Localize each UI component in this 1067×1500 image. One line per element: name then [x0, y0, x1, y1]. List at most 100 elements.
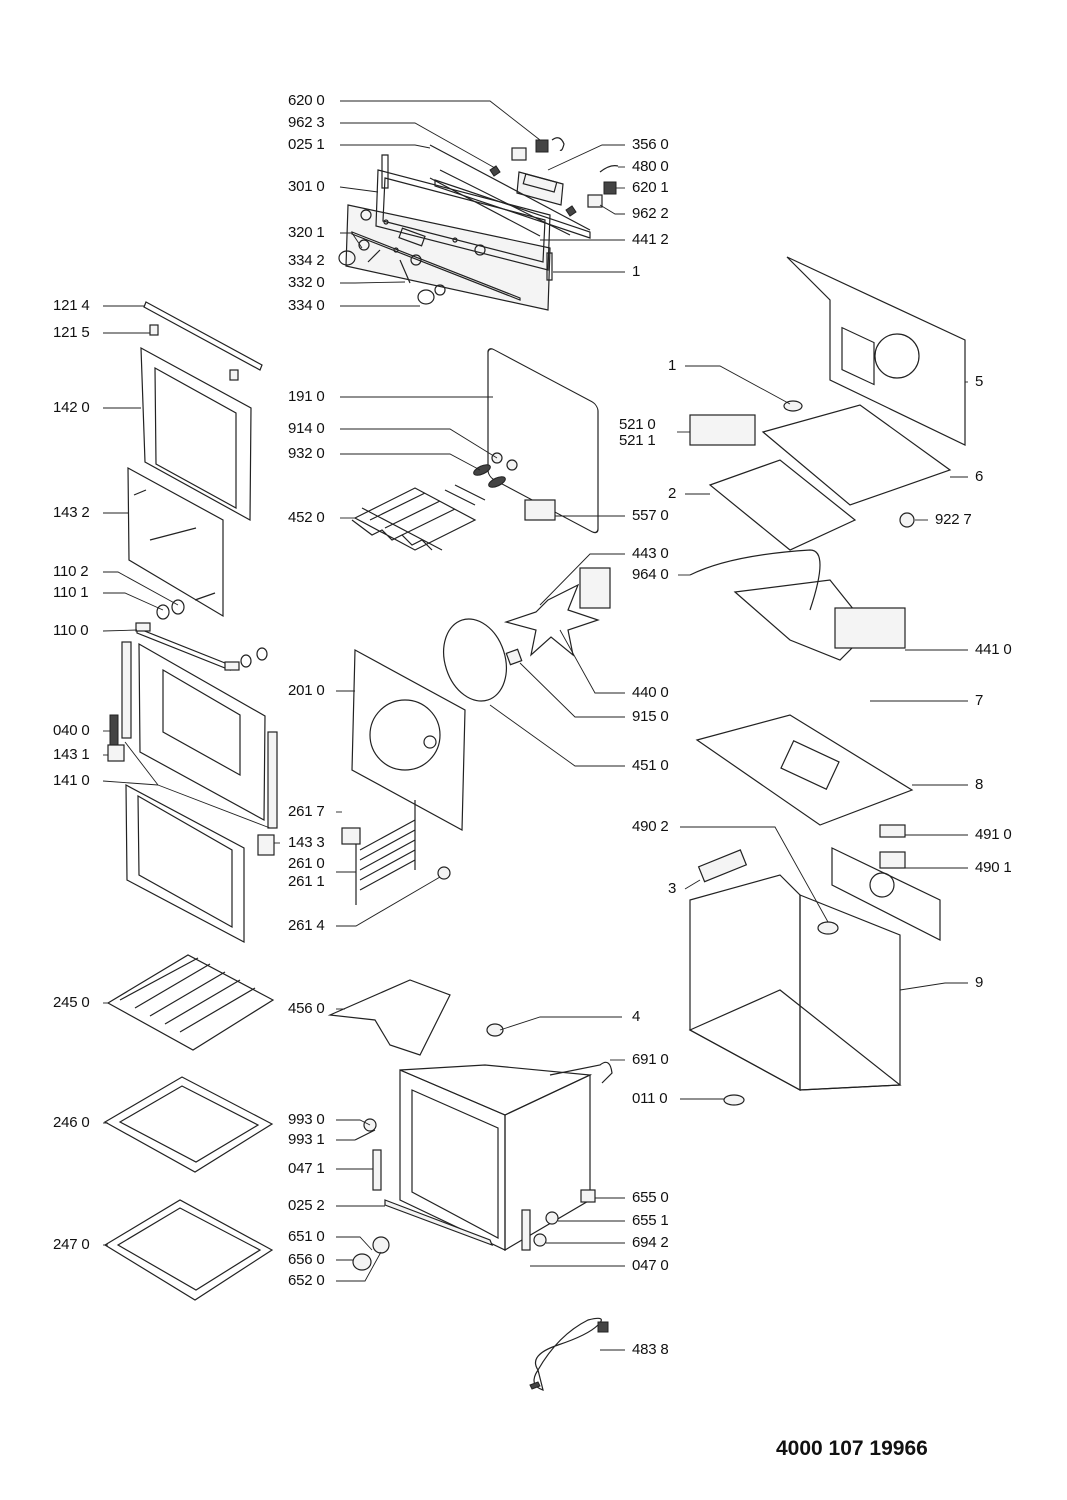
part-label-p0400[interactable]: 040 0	[53, 722, 90, 739]
leader-line-p6510	[336, 1236, 373, 1251]
part-label-p2450[interactable]: 245 0	[53, 994, 90, 1011]
part-label-p0110[interactable]: 011 0	[632, 1090, 668, 1107]
part-label-p1420[interactable]: 142 0	[53, 399, 90, 416]
part-label-p2010[interactable]: 201 0	[288, 682, 325, 699]
part-label-p3[interactable]: 3	[668, 880, 677, 897]
part-label-p3201[interactable]: 320 1	[288, 224, 325, 241]
part-label-p0251[interactable]: 025 1	[288, 136, 325, 153]
part-label-p5211[interactable]: 521 1	[619, 432, 656, 449]
part-label-p5[interactable]: 5	[975, 373, 984, 390]
side-rack-drawing	[341, 800, 451, 905]
part-label-p5570[interactable]: 557 0	[632, 507, 669, 524]
part-label-p5210[interactable]: 521 0	[619, 416, 656, 433]
part-label-p1910[interactable]: 191 0	[288, 388, 325, 405]
leader-line-p4510	[489, 704, 625, 767]
part-label-p4400[interactable]: 440 0	[632, 684, 669, 701]
door-drawing	[107, 301, 278, 943]
part-label-p2610[interactable]: 261 0	[288, 855, 325, 872]
part-label-p4910[interactable]: 491 0	[975, 826, 1012, 843]
part-label-p4800[interactable]: 480 0	[632, 158, 669, 175]
part-label-p6200[interactable]: 620 0	[288, 92, 325, 109]
part-label-p1a[interactable]: 1	[632, 263, 641, 280]
part-label-p6520[interactable]: 652 0	[288, 1272, 325, 1289]
part-label-p1433[interactable]: 143 3	[288, 834, 325, 851]
part-label-p4510[interactable]: 451 0	[632, 757, 669, 774]
leader-line-p1100	[102, 629, 138, 632]
part-label-p1432[interactable]: 143 2	[53, 504, 90, 521]
part-label-p9622[interactable]: 962 2	[632, 205, 669, 222]
part-label-p6[interactable]: 6	[975, 468, 984, 485]
part-label-p6942[interactable]: 694 2	[632, 1234, 669, 1251]
part-label-p1410[interactable]: 141 0	[53, 772, 90, 789]
part-label-p3342[interactable]: 334 2	[288, 252, 325, 269]
document-number: 4000 107 19966	[776, 1437, 928, 1460]
part-label-p1431[interactable]: 143 1	[53, 746, 90, 763]
part-label-p8[interactable]: 8	[975, 776, 984, 793]
leader-line-p9930	[336, 1119, 371, 1126]
part-label-p6550[interactable]: 655 0	[632, 1189, 669, 1206]
part-label-p9931[interactable]: 993 1	[288, 1131, 325, 1148]
part-label-p0470[interactable]: 047 0	[632, 1257, 669, 1274]
part-label-p3010[interactable]: 301 0	[288, 178, 325, 195]
part-label-p6560[interactable]: 656 0	[288, 1251, 325, 1268]
part-label-p4520[interactable]: 452 0	[288, 509, 325, 526]
part-label-p4430[interactable]: 443 0	[632, 545, 669, 562]
leader-line-p9150	[519, 662, 625, 718]
part-label-p6551[interactable]: 655 1	[632, 1212, 669, 1229]
part-label-p4410[interactable]: 441 0	[975, 641, 1012, 658]
part-label-p4902[interactable]: 490 2	[632, 818, 669, 835]
part-label-p4838[interactable]: 483 8	[632, 1341, 669, 1358]
part-label-p9623[interactable]: 962 3	[288, 114, 325, 131]
part-label-p0471[interactable]: 047 1	[288, 1160, 325, 1177]
part-label-p1102[interactable]: 110 2	[53, 563, 89, 580]
part-label-p6910[interactable]: 691 0	[632, 1051, 669, 1068]
part-label-p2611[interactable]: 261 1	[288, 873, 325, 890]
housing-drawing	[688, 256, 966, 1106]
part-label-p3340[interactable]: 334 0	[288, 297, 325, 314]
leader-line-p9623	[340, 122, 496, 169]
part-label-p9140[interactable]: 914 0	[288, 420, 325, 437]
part-label-p1101[interactable]: 110 1	[53, 584, 89, 601]
part-label-p9227[interactable]: 922 7	[935, 511, 972, 528]
part-label-p9320[interactable]: 932 0	[288, 445, 325, 462]
leader-line-p6200	[340, 100, 541, 141]
part-label-p0252[interactable]: 025 2	[288, 1197, 325, 1214]
shelves-drawing	[103, 954, 275, 1301]
part-label-p2a[interactable]: 2	[668, 485, 677, 502]
part-label-p1214[interactable]: 121 4	[53, 297, 90, 314]
part-label-p2614[interactable]: 261 4	[288, 917, 325, 934]
part-label-p4412[interactable]: 441 2	[632, 231, 669, 248]
cavity-parts-drawing	[327, 348, 613, 1084]
leader-line-p4902	[680, 826, 829, 923]
part-label-p2470[interactable]: 247 0	[53, 1236, 90, 1253]
part-label-p2617[interactable]: 261 7	[288, 803, 325, 820]
part-label-p3320[interactable]: 332 0	[288, 274, 325, 291]
part-label-p9930[interactable]: 993 0	[288, 1111, 325, 1128]
part-label-p1b[interactable]: 1	[668, 357, 677, 374]
part-label-p2460[interactable]: 246 0	[53, 1114, 90, 1131]
part-label-p6510[interactable]: 651 0	[288, 1228, 325, 1245]
part-label-p4901[interactable]: 490 1	[975, 859, 1012, 876]
leader-line-p4400	[559, 629, 625, 694]
part-label-p4560[interactable]: 456 0	[288, 1000, 325, 1017]
oven-cavity-drawing	[352, 1064, 596, 1271]
leader-line-p3560	[547, 144, 625, 171]
leader-lines	[102, 100, 968, 1351]
part-label-p1215[interactable]: 121 5	[53, 324, 90, 341]
part-label-p7[interactable]: 7	[975, 692, 984, 709]
leader-line-p3	[684, 879, 701, 890]
part-label-p1100[interactable]: 110 0	[53, 622, 89, 639]
part-label-p4[interactable]: 4	[632, 1008, 641, 1025]
leader-line-p0251	[340, 144, 431, 149]
part-label-p9150[interactable]: 915 0	[632, 708, 669, 725]
part-label-p3560[interactable]: 356 0	[632, 136, 669, 153]
part-label-p9640[interactable]: 964 0	[632, 566, 669, 583]
leader-line-p9140	[340, 428, 498, 459]
leader-line-p3320	[340, 281, 406, 284]
part-label-p9[interactable]: 9	[975, 974, 984, 991]
part-label-p6201[interactable]: 620 1	[632, 179, 669, 196]
leader-line-p1410	[102, 780, 159, 786]
leader-line-p6520	[336, 1251, 382, 1282]
